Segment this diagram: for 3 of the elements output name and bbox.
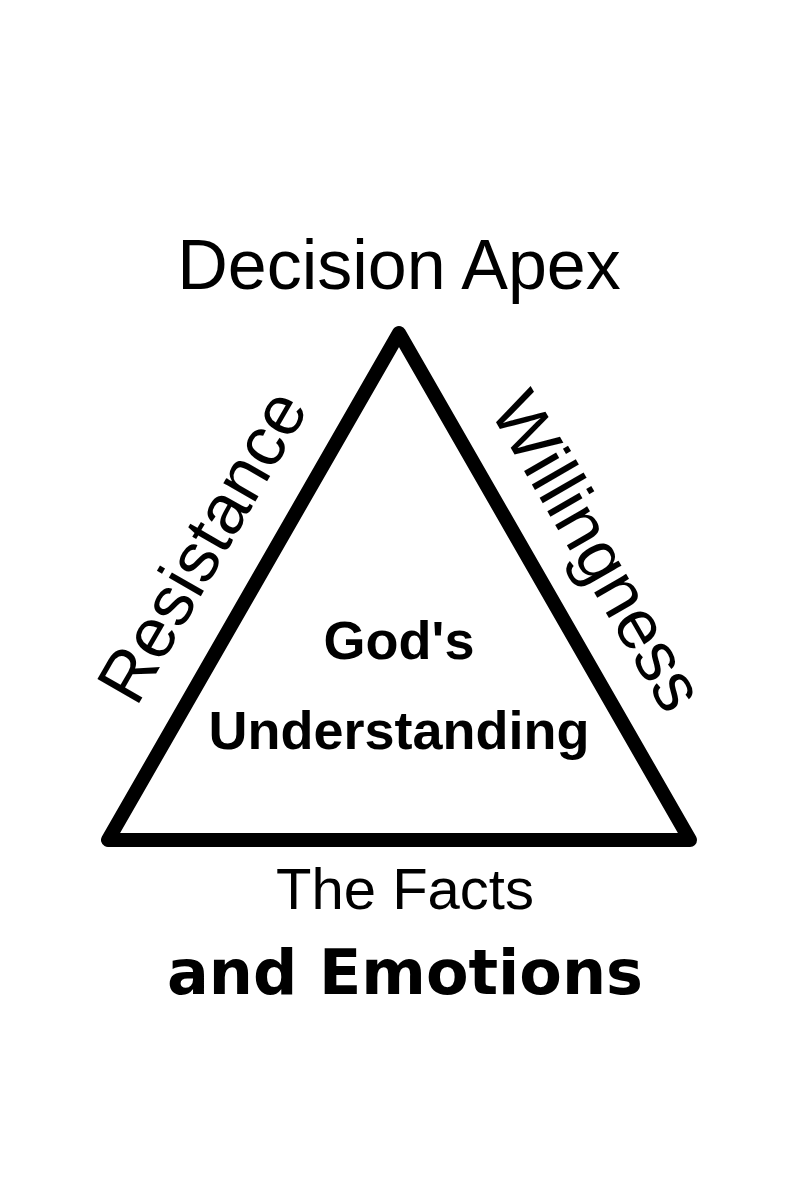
triangle-label: God's Understanding <box>208 610 590 762</box>
base-label: and Emotions <box>167 942 643 1004</box>
base-label: The Facts <box>276 860 534 918</box>
